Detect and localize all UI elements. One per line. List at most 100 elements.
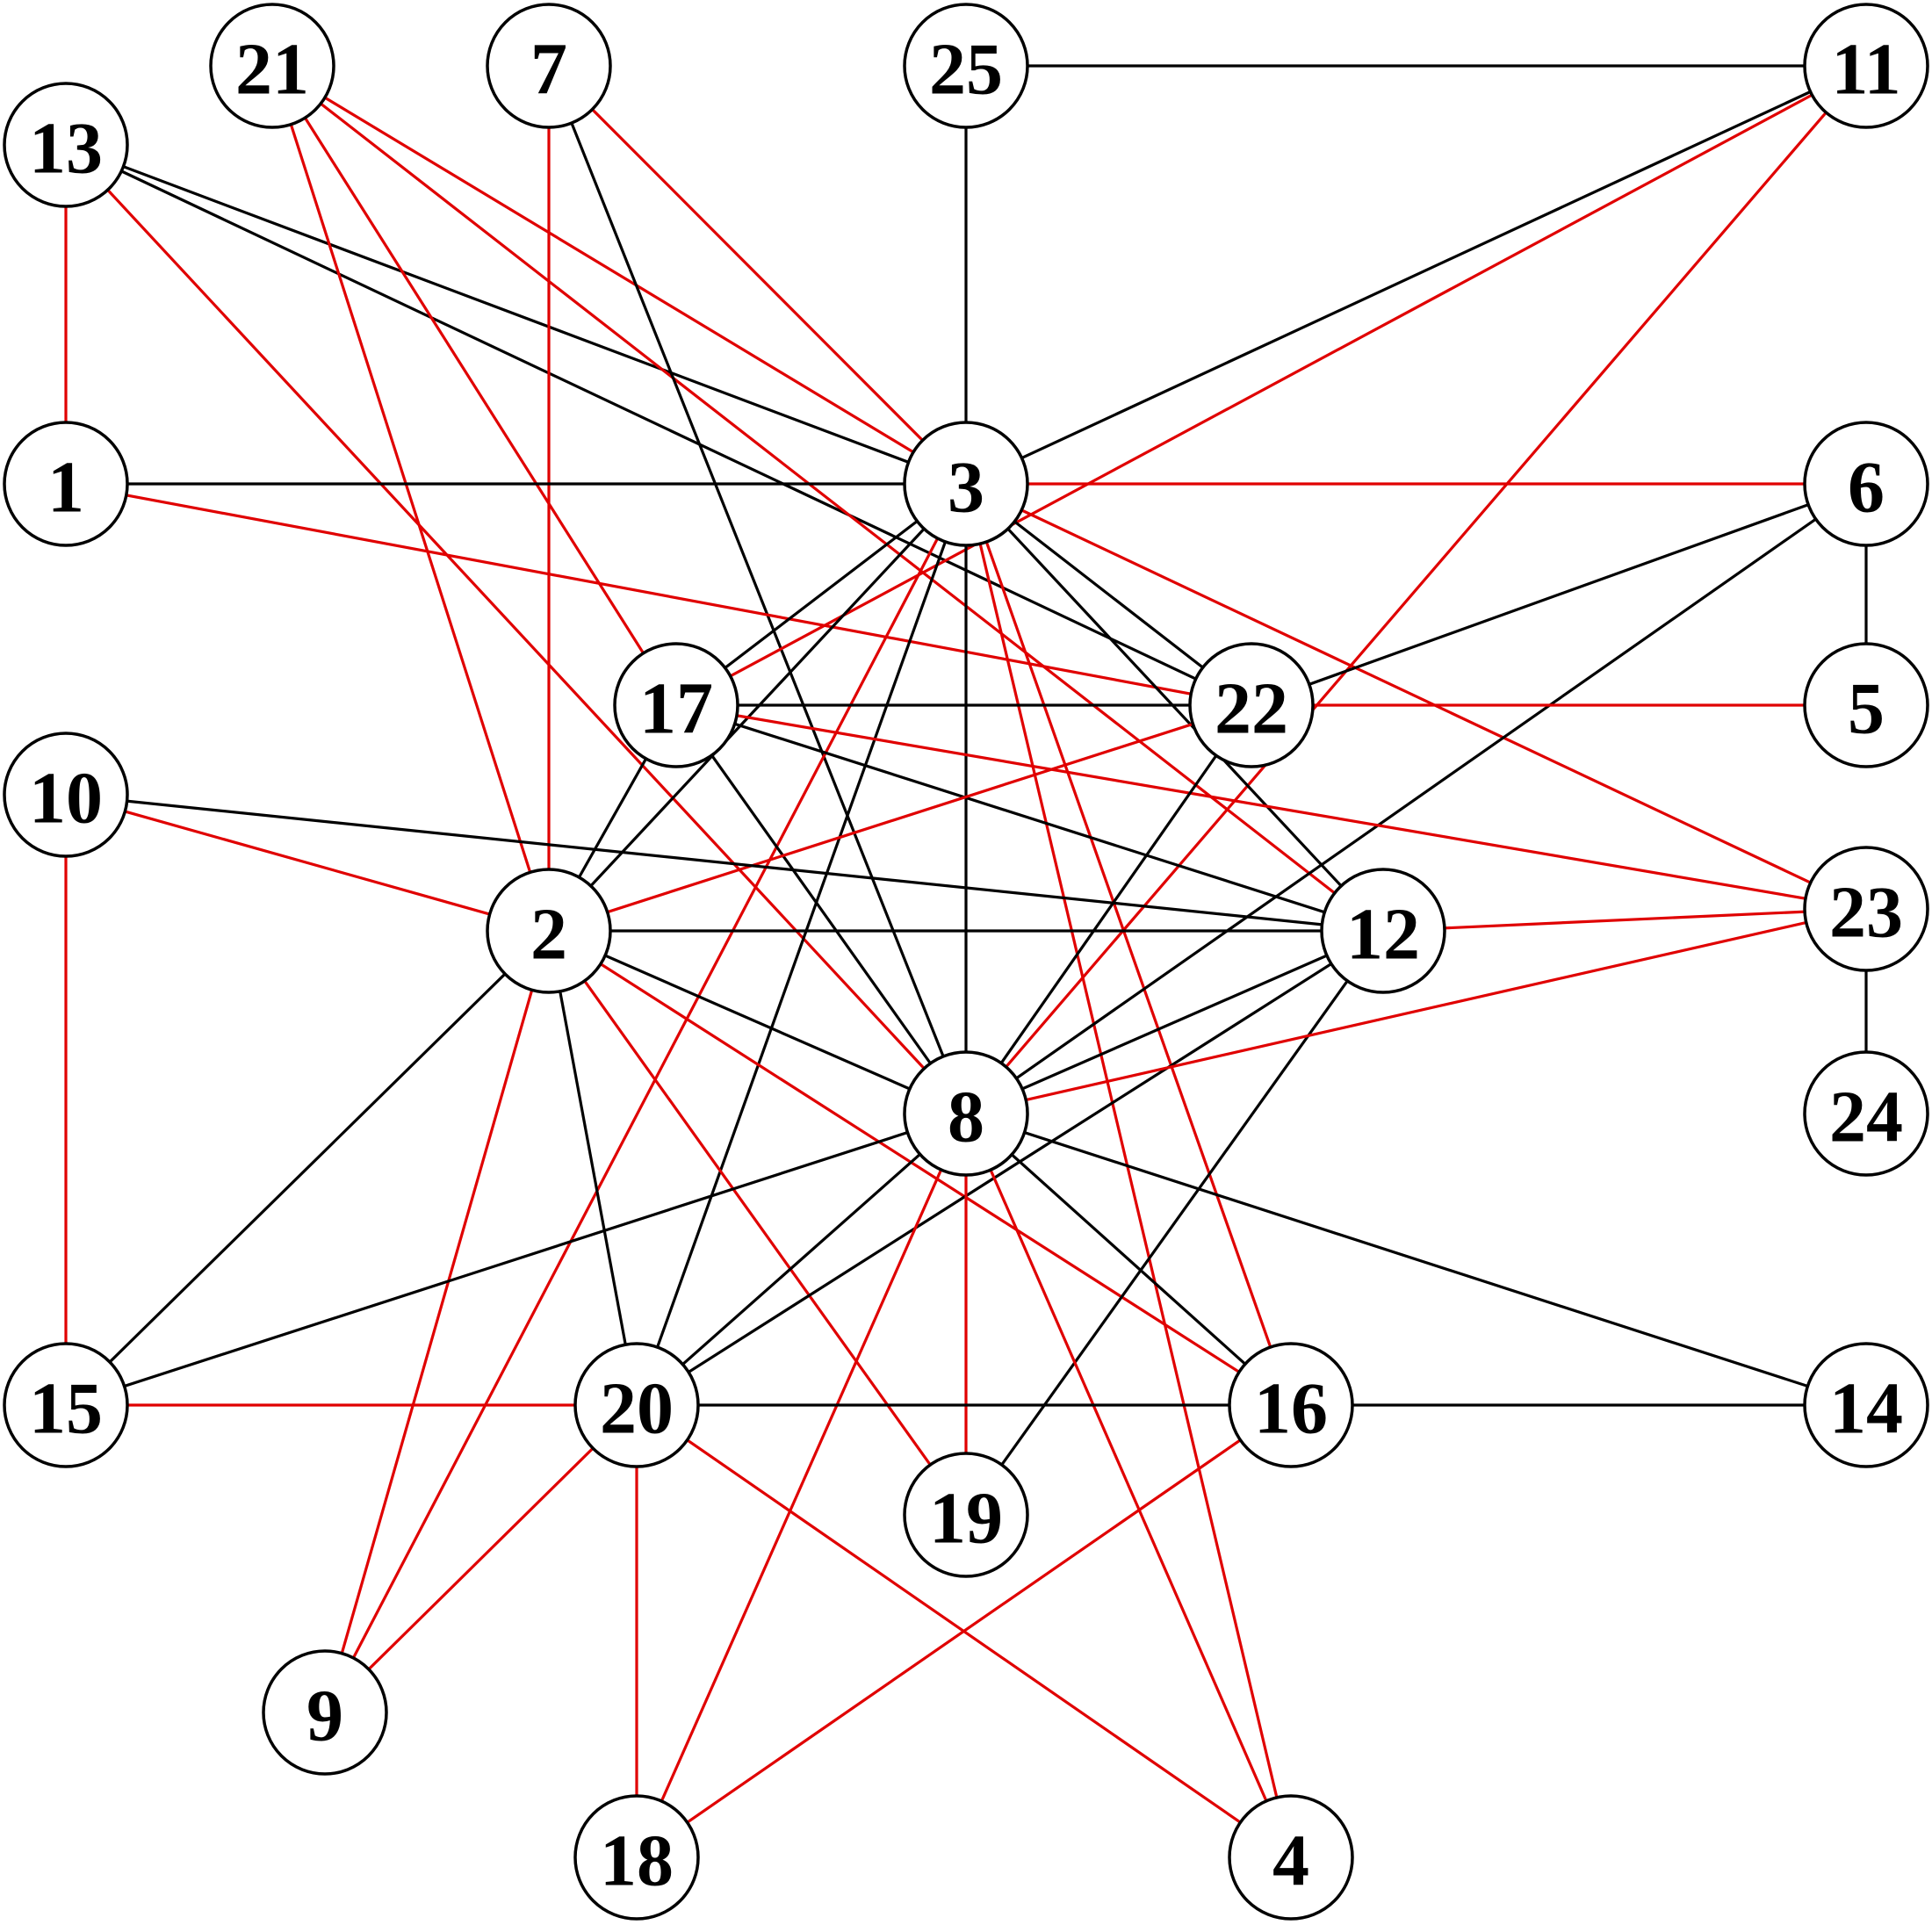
node-circle [262,1649,388,1776]
node-circle [1803,421,1929,547]
node-circle [3,421,129,547]
node-15: 15 [3,1342,129,1468]
edge-2-20 [547,930,638,1406]
edge-20-9 [323,1403,638,1714]
node-label: 4 [1272,1820,1309,1902]
edge-17-8 [674,704,968,1114]
node-label: 12 [1346,894,1420,976]
node-label: 24 [1829,1077,1903,1158]
node-circle [573,1794,700,1921]
edge-11-8 [964,64,1868,1115]
edge-23-8 [965,907,1867,1115]
edge-3-2 [547,482,968,933]
node-20: 20 [573,1342,700,1468]
edge-13-8 [64,143,968,1115]
node-label: 11 [1831,29,1900,111]
node-12: 12 [1320,868,1446,994]
node-label: 2 [530,894,567,976]
node-label: 25 [929,29,1003,111]
node-circle [1188,642,1315,768]
edge-8-14 [965,1112,1867,1407]
node-label: 16 [1254,1368,1328,1450]
node-23: 23 [1803,846,1929,972]
node-circle [1228,1342,1354,1468]
edge-21-12 [271,64,1384,933]
node-circle [3,732,129,858]
edge-2-15 [64,929,551,1407]
node-circle [209,3,335,129]
node-circle [3,82,129,208]
node-2: 2 [486,868,612,994]
node-22: 22 [1188,642,1315,768]
node-21: 21 [209,3,335,129]
edge-11-3 [965,64,1867,486]
edge-3-23 [965,482,1867,911]
edge-8-15 [65,1112,967,1407]
edge-21-3 [271,64,967,486]
node-label: 7 [530,29,567,111]
edge-7-8 [547,65,968,1114]
edge-8-20 [635,1112,968,1407]
node-13: 13 [3,82,129,208]
node-11: 11 [1803,3,1929,129]
edge-21-2 [270,65,551,932]
edge-7-3 [547,64,968,486]
edge-12-23 [1382,907,1867,933]
node-label: 1 [47,447,84,529]
edge-16-18 [636,1403,1292,1859]
node-label: 20 [600,1368,674,1450]
node-circle [903,421,1029,547]
node-label: 14 [1829,1368,1903,1450]
edge-6-8 [965,482,1867,1115]
node-1: 1 [3,421,129,547]
node-6: 6 [1803,421,1929,547]
node-circle [1803,642,1929,768]
edges-layer [64,64,1868,1859]
edge-12-8 [965,929,1384,1115]
node-circle [486,868,612,994]
edge-11-17 [675,64,1867,707]
node-label: 21 [235,29,309,111]
node-circle [3,1342,129,1468]
node-circle [903,3,1029,129]
node-7: 7 [486,3,612,129]
edge-2-8 [548,929,967,1115]
edge-2-16 [548,929,1292,1407]
node-circle [1803,1050,1929,1177]
edge-10-12 [65,793,1384,933]
node-label: 10 [29,758,103,840]
node-label: 22 [1215,668,1288,750]
edge-21-17 [270,65,678,706]
node-5: 5 [1803,642,1929,768]
node-label: 15 [29,1368,103,1450]
edge-8-4 [964,1113,1293,1858]
edge-10-2 [65,793,550,933]
node-label: 19 [929,1478,1003,1560]
node-label: 9 [306,1676,343,1757]
edge-3-9 [323,483,968,1713]
node-25: 25 [903,3,1029,129]
node-circle [1803,846,1929,972]
node-9: 9 [262,1649,388,1776]
edge-17-23 [675,703,1867,911]
node-label: 17 [639,668,713,750]
node-circle [613,642,739,768]
edge-22-8 [964,704,1253,1114]
edge-12-20 [636,929,1384,1407]
node-4: 4 [1228,1794,1354,1921]
node-8: 8 [903,1050,1029,1177]
node-label: 18 [600,1820,674,1902]
node-label: 3 [948,447,984,529]
node-label: 6 [1848,447,1885,529]
edge-2-9 [323,930,551,1713]
node-17: 17 [613,642,739,768]
node-circle [903,1050,1029,1177]
edge-3-12 [964,482,1385,933]
edge-1-22 [65,482,1252,707]
node-circle [486,3,612,129]
edge-6-22 [1251,482,1867,707]
edge-8-16 [964,1112,1293,1407]
edge-13-22 [65,143,1252,707]
